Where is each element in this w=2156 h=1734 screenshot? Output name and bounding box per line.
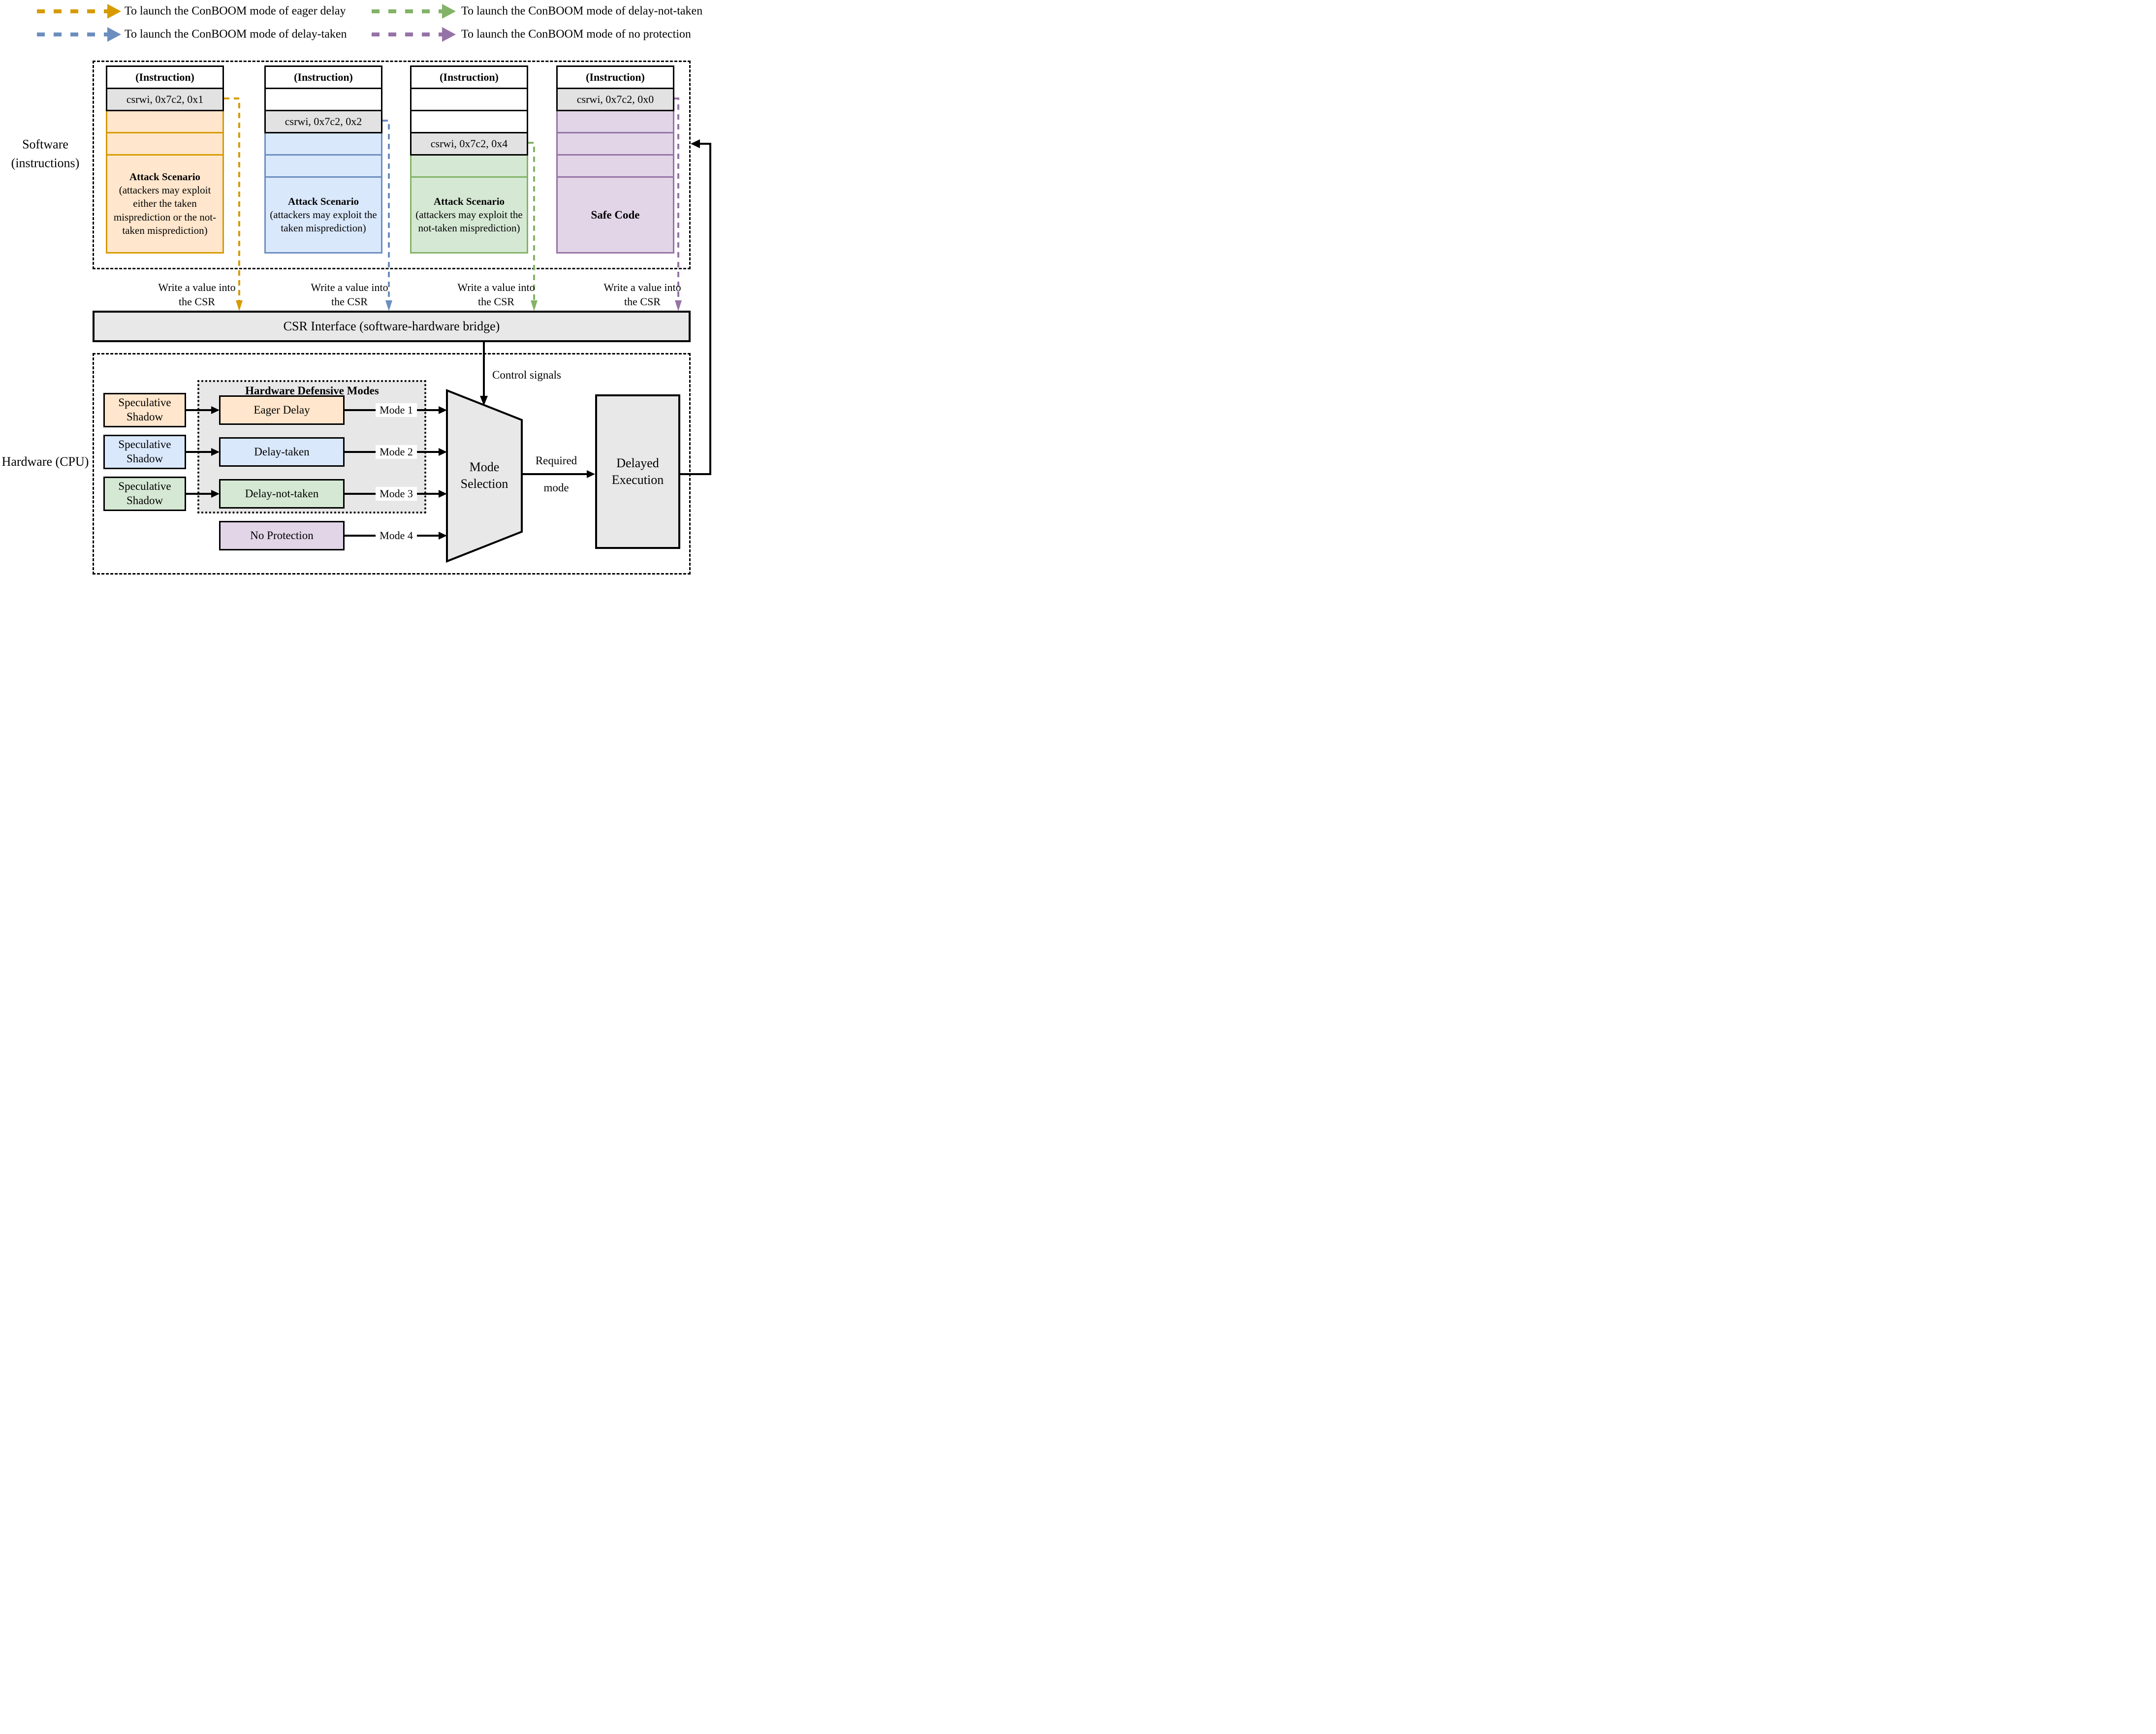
speculative-shadow-blue: Speculative Shadow [103, 435, 186, 469]
mode-box-label: Eager Delay [254, 404, 310, 416]
code-row [106, 132, 224, 156]
attack-scenario-text: (attackers may exploit either the taken … [113, 184, 217, 236]
required-mode-label-line1: Required [535, 454, 577, 467]
mode-port-label-1: Mode 1 [376, 403, 417, 417]
mode-selection-label: Mode Selection [460, 460, 508, 491]
mode-box-delay-taken: Delay-taken [219, 437, 345, 467]
instruction-column-eager-delay: (Instruction) csrwi, 0x7c2, 0x1 Attack S… [106, 65, 224, 254]
attack-scenario-box: Attack Scenario (attackers may exploit t… [264, 176, 382, 254]
csr-write-instruction: csrwi, 0x7c2, 0x2 [264, 110, 382, 133]
hardware-section-label: Hardware (CPU) [1, 454, 89, 469]
legend-label-no-protection: To launch the ConBOOM mode of no protect… [461, 28, 691, 41]
instruction-column-delay-taken: (Instruction) csrwi, 0x7c2, 0x2 Attack S… [264, 65, 382, 254]
delayed-execution-label: Delayed Execution [611, 456, 664, 487]
mode-box-label: Delay-not-taken [245, 487, 319, 500]
conboom-architecture-diagram: (Instruction) csrwi, 0x7c2, 0x1 Attack S… [0, 0, 719, 578]
instruction-header: (Instruction) [556, 65, 674, 89]
legend-label-eager-delay: To launch the ConBOOM mode of eager dela… [125, 4, 346, 18]
csr-write-instruction: csrwi, 0x7c2, 0x0 [556, 88, 674, 111]
delayed-execution-box: Delayed Execution [595, 394, 680, 549]
mode-port-label-4: Mode 4 [376, 529, 417, 543]
mode-port-label-3: Mode 3 [376, 487, 417, 501]
write-csr-label: Write a value into the CSR [457, 281, 535, 308]
legend-label-delay-not-taken: To launch the ConBOOM mode of delay-not-… [461, 4, 703, 18]
instruction-column-safe-code: (Instruction) csrwi, 0x7c2, 0x0 Safe Cod… [556, 65, 674, 254]
software-section-label: Software (instructions) [11, 137, 80, 170]
mode-box-no-protection: No Protection [219, 521, 345, 550]
hardware-defensive-modes-title: Hardware Defensive Modes [245, 385, 379, 397]
instruction-column-delay-not-taken: (Instruction) csrwi, 0x7c2, 0x4 Attack S… [410, 65, 528, 254]
mode-box-delay-not-taken: Delay-not-taken [219, 479, 345, 509]
attack-scenario-text: (attackers may exploit the taken mispred… [270, 208, 377, 234]
instruction-header: (Instruction) [106, 65, 224, 89]
attack-scenario-text: (attackers may exploit the not-taken mis… [415, 208, 523, 234]
mode-box-label: No Protection [250, 529, 314, 542]
csr-interface-bar: CSR Interface (software-hardware bridge) [93, 311, 691, 342]
required-mode-label-line2: mode [543, 482, 569, 494]
speculative-shadow-label: Speculative Shadow [118, 396, 171, 423]
attack-scenario-title: Attack Scenario [433, 195, 505, 207]
attack-scenario-box: Attack Scenario (attackers may exploit t… [410, 176, 528, 254]
csr-write-instruction: csrwi, 0x7c2, 0x4 [410, 132, 528, 156]
safe-code-title: Safe Code [591, 208, 640, 221]
speculative-shadow-label: Speculative Shadow [118, 480, 171, 507]
speculative-shadow-green: Speculative Shadow [103, 477, 186, 511]
attack-scenario-box: Attack Scenario (attackers may exploit e… [106, 154, 224, 254]
legend-label-delay-taken: To launch the ConBOOM mode of delay-take… [125, 28, 347, 41]
attack-scenario-title: Attack Scenario [287, 195, 359, 207]
speculative-shadow-label: Speculative Shadow [118, 438, 171, 465]
speculative-shadow-orange: Speculative Shadow [103, 393, 186, 427]
code-row [410, 88, 528, 111]
attack-scenario-title: Attack Scenario [129, 170, 201, 183]
csr-interface-label: CSR Interface (software-hardware bridge) [283, 319, 500, 333]
mode-box-label: Delay-taken [254, 446, 310, 458]
mode-port-label-2: Mode 2 [376, 445, 417, 459]
control-signals-label: Control signals [492, 369, 561, 381]
mode-box-eager-delay: Eager Delay [219, 395, 345, 425]
write-csr-label: Write a value into the CSR [158, 281, 236, 308]
write-csr-label: Write a value into the CSR [311, 281, 388, 308]
code-row [264, 88, 382, 111]
csr-write-instruction: csrwi, 0x7c2, 0x1 [106, 88, 224, 111]
safe-code-box: Safe Code [556, 176, 674, 254]
write-csr-label: Write a value into the CSR [603, 281, 681, 308]
